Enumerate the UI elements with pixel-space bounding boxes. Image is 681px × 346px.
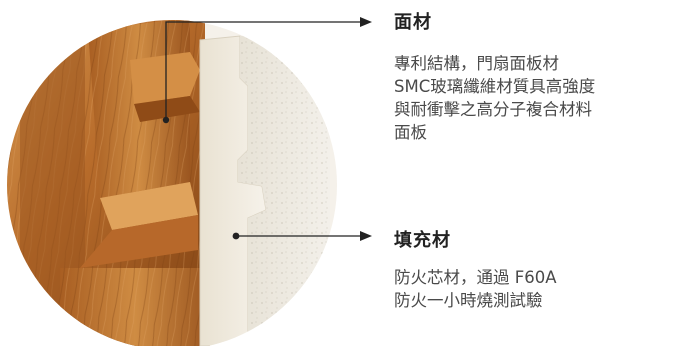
face-material-title: 面材 bbox=[394, 12, 432, 33]
core-material-description: 防火芯材，通過 F60A 防火一小時燒測試驗 bbox=[394, 266, 679, 312]
face-material-description: 專利結構，門扇面板材 SMC玻璃纖維材質具高強度 與耐衝擊之高分子複合材料 面板 bbox=[394, 52, 679, 144]
core-material-pointer bbox=[232, 231, 372, 241]
face-desc-line: 與耐衝擊之高分子複合材料 bbox=[394, 100, 592, 119]
face-material-pointer bbox=[162, 17, 372, 124]
wood-door-face bbox=[7, 20, 210, 346]
face-desc-line: 面板 bbox=[394, 123, 427, 142]
face-desc-line: SMC玻璃纖維材質具高強度 bbox=[394, 77, 596, 96]
core-material-callout: 填充材 防火芯材，通過 F60A 防火一小時燒測試驗 bbox=[394, 226, 679, 312]
face-material-callout: 面材 專利結構，門扇面板材 SMC玻璃纖維材質具高強度 與耐衝擊之高分子複合材料… bbox=[394, 8, 679, 144]
core-material-title: 填充材 bbox=[394, 230, 451, 251]
core-desc-line: 防火一小時燒測試驗 bbox=[394, 291, 543, 310]
core-desc-line: 防火芯材，通過 F60A bbox=[394, 268, 557, 287]
face-desc-line: 專利結構，門扇面板材 bbox=[394, 54, 559, 73]
